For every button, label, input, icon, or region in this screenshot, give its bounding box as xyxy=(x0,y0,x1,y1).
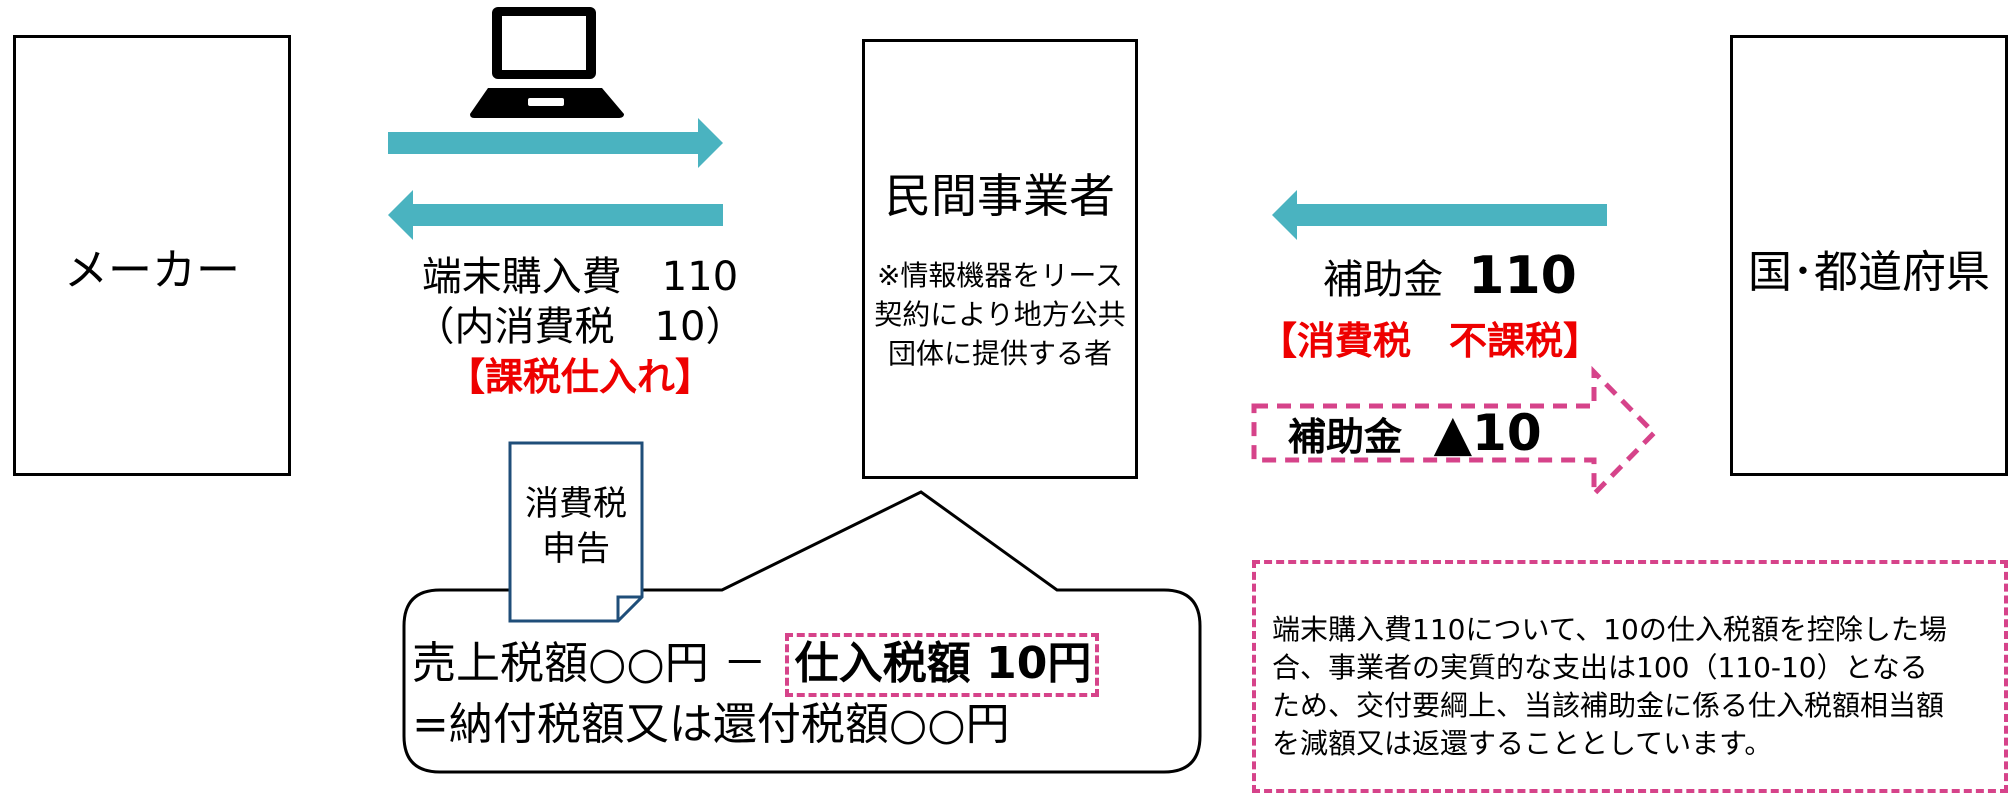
business-note-line-2: 契約により地方公共 xyxy=(874,298,1126,331)
non-taxable-tag: 【消費税 不課税】 xyxy=(1258,319,1601,363)
business-note-line-3: 団体に提供する者 xyxy=(887,337,1112,370)
document-icon xyxy=(508,441,644,623)
speech-line-2: =納付税額又は還付税額○○円 xyxy=(412,699,1010,750)
delivery-arrow xyxy=(388,118,723,168)
subsidy-amount: 110 xyxy=(1468,246,1577,306)
reduction-label: 補助金 xyxy=(1288,415,1403,459)
explanation-box: 端末購入費110について、10の仕入税額を控除した場 合、事業者の実質的な支出は… xyxy=(1252,560,2008,793)
business-note-line-1: ※情報機器をリース xyxy=(876,259,1124,292)
explanation-line-2: 合、事業者の実質的な支出は100（110-10）となる xyxy=(1272,651,1928,684)
purchase-tax-included: （内消費税 10） xyxy=(414,304,746,350)
reduction-amount: ▲10 xyxy=(1433,404,1542,462)
purchase-tax-highlight: 仕入税額 10円 xyxy=(784,633,1100,697)
business-title: 民間事業者 xyxy=(885,169,1115,223)
payment-arrow xyxy=(388,190,723,240)
maker-label: メーカー xyxy=(64,245,240,296)
subsidy-label: 補助金 xyxy=(1323,257,1444,303)
taxable-purchase-tag: 【課税仕入れ】 xyxy=(446,355,713,399)
explanation-line-1: 端末購入費110について、10の仕入税額を控除した場 xyxy=(1272,613,1947,646)
laptop-icon xyxy=(470,7,624,118)
reduction-row: 補助金 ▲10 xyxy=(1288,404,1542,462)
explanation-line-3: ため、交付要綱上、当該補助金に係る仕入税額相当額 xyxy=(1272,689,1945,722)
purchase-cost: 端末購入費 110 xyxy=(421,254,739,300)
sales-tax-text: 売上税額○○円 － xyxy=(412,638,767,689)
reduction-arrow xyxy=(1251,365,1658,501)
tax-document-line-2: 申告 xyxy=(542,529,610,569)
explanation-line-4: を減額又は返還することとしています。 xyxy=(1272,727,1773,760)
subsidy-row: 補助金 110 xyxy=(1290,246,1610,306)
tax-document-line-1: 消費税 xyxy=(525,484,627,524)
speech-line-1: 売上税額○○円 － 仕入税額 10円 xyxy=(412,627,1100,697)
maker-box: メーカー xyxy=(13,35,291,476)
business-box: 民間事業者 ※情報機器をリース 契約により地方公共 団体に提供する者 xyxy=(862,39,1138,479)
subsidy-arrow xyxy=(1272,190,1607,240)
government-box: 国･都道府県 xyxy=(1730,35,2008,476)
government-label: 国･都道府県 xyxy=(1748,247,1990,298)
speech-bubble xyxy=(402,490,1202,774)
